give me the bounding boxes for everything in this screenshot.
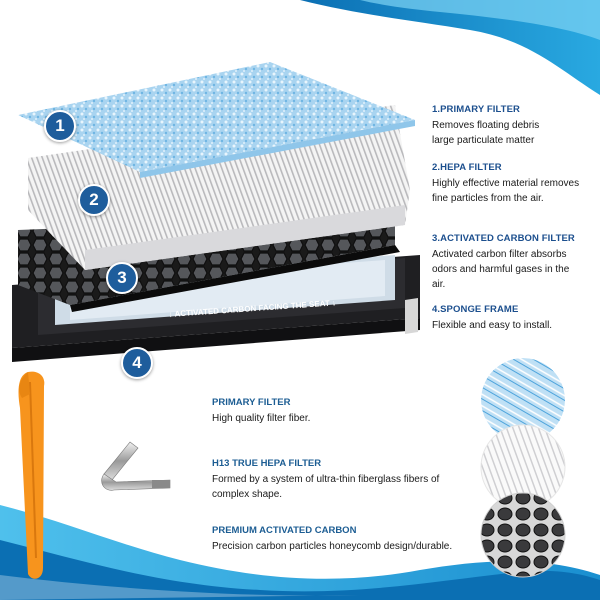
feature-desc-carbon: Activated carbon filter absorbs odors an… — [432, 249, 570, 290]
material-title-hepa: H13 TRUE HEPA FILTER — [212, 458, 322, 469]
feature-title-sponge: 4.SPONGE FRAME — [432, 304, 519, 315]
layer-number-3: 3 — [106, 262, 138, 294]
material-desc-primary: High quality filter fiber. — [212, 413, 311, 424]
material-desc-carbon: Precision carbon particles honeycomb des… — [212, 541, 453, 552]
pry-tool-icon — [18, 371, 45, 579]
layer-number-1: 1 — [44, 110, 76, 142]
layer-number-4: 4 — [121, 347, 153, 379]
feature-title-hepa: 2.HEPA FILTER — [432, 162, 502, 173]
material-desc-hepa: Formed by a system of ultra-thin fibergl… — [212, 474, 440, 500]
material-title-primary: PRIMARY FILTER — [212, 397, 291, 408]
feature-title-carbon: 3.ACTIVATED CARBON FILTER — [432, 233, 575, 244]
fiber-swatch-icon — [481, 358, 565, 442]
feature-title-primary: 1.PRIMARY FILTER — [432, 104, 520, 115]
feature-desc-hepa: Highly effective material removes fine p… — [432, 178, 580, 204]
feature-desc-sponge: Flexible and easy to install. — [432, 320, 553, 331]
feature-desc-primary: Removes floating debris large particulat… — [432, 120, 540, 146]
layer-number-2: 2 — [78, 184, 110, 216]
material-title-carbon: PREMIUM ACTIVATED CARBON — [212, 525, 357, 536]
hex-key-icon — [101, 441, 171, 491]
carbon-swatch-icon — [480, 492, 566, 578]
